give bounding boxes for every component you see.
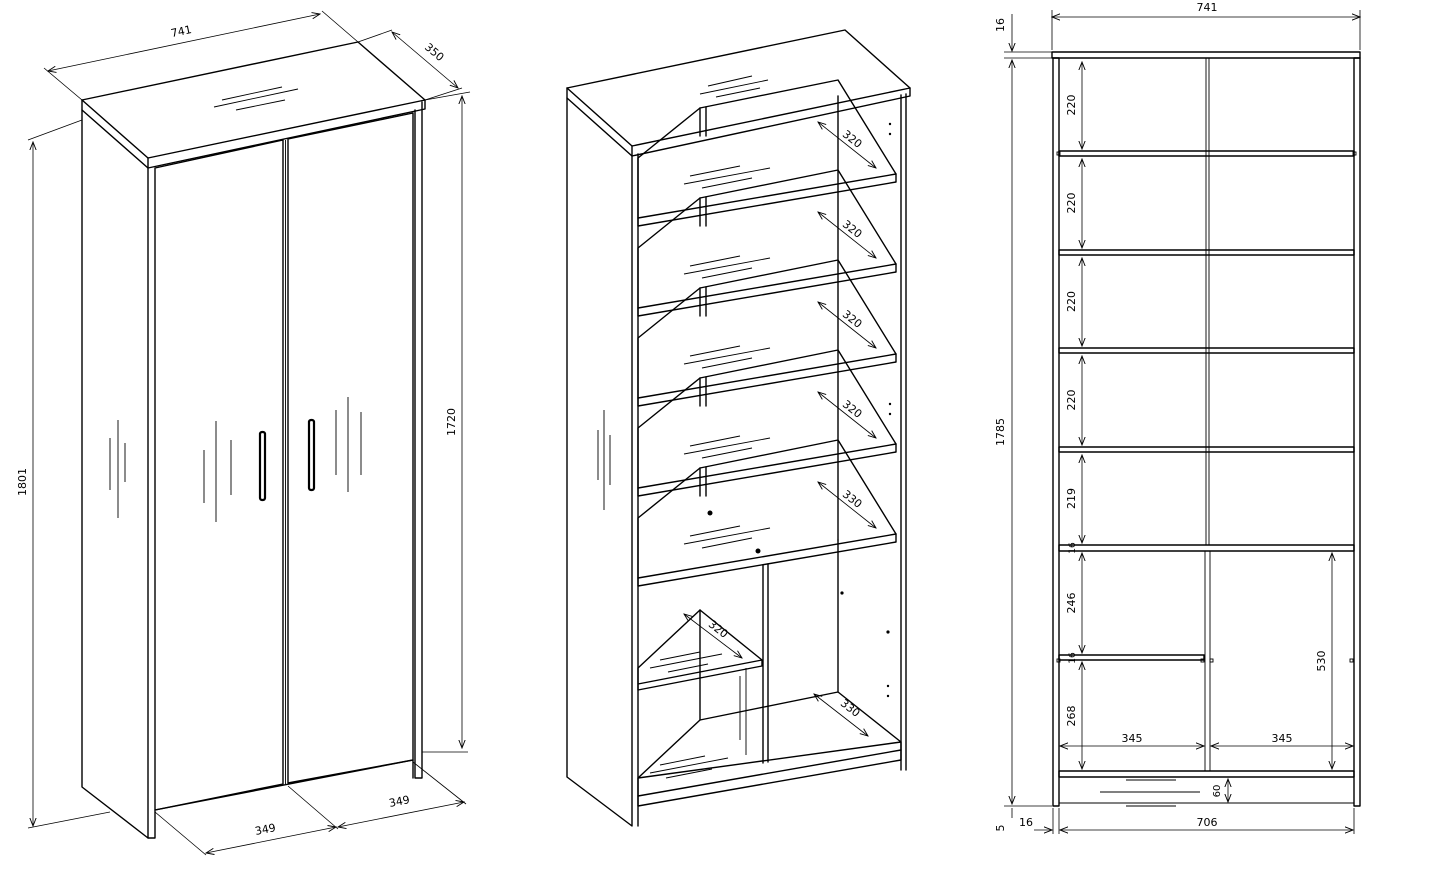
dim-door-widths: 349 349 xyxy=(154,761,467,856)
half-shelf-gloss xyxy=(649,651,723,673)
dim-front-height: 1785 xyxy=(994,60,1052,807)
front-bay-dim: 220 xyxy=(1065,356,1082,445)
front-bay-dim-label: 220 xyxy=(1065,193,1078,214)
dim-half-left-label: 345 xyxy=(1122,732,1143,745)
dim-bottom-depth-label: 330 xyxy=(838,697,863,720)
lower-divider-panel xyxy=(762,563,769,764)
front-top-slab xyxy=(1051,51,1361,59)
dim-front-width: 741 xyxy=(1052,1,1360,50)
dim-inner-width-label: 706 xyxy=(1197,816,1218,829)
open-shelf: 320 xyxy=(637,79,897,227)
closed-cabinet-view: 741 350 1801 1720 xyxy=(16,10,471,856)
open-shelf: 320 xyxy=(637,349,897,497)
dim-divider-label: 16 xyxy=(1068,542,1078,554)
side-panel xyxy=(81,109,149,839)
dim-lower-top-label: 246 xyxy=(1065,593,1078,614)
dim-front-width-label: 741 xyxy=(1197,1,1218,14)
dim-door-height: 1720 xyxy=(422,91,471,753)
dim-half-widths: 345 345 xyxy=(1060,732,1353,746)
open-shelf: 330 xyxy=(637,439,897,587)
front-bay-dim-label: 220 xyxy=(1065,291,1078,312)
open-cabinet-view: 320 320 320 320 330 320 xyxy=(566,29,911,827)
bottom-gloss xyxy=(649,755,729,779)
dim-top-thickness: 16 xyxy=(994,14,1052,59)
right-door xyxy=(287,112,414,784)
front-bay-dim: 219 xyxy=(1065,455,1082,543)
open-shelf: 320 xyxy=(637,259,897,407)
front-elevation-view: 741 16 1785 5 16 706 xyxy=(994,1,1360,834)
dim-door-height-label: 1720 xyxy=(445,408,458,436)
dim-lower-right-label: 530 xyxy=(1315,651,1328,672)
dim-closed-width: 741 xyxy=(43,10,359,101)
front-left-side xyxy=(1052,57,1060,807)
dim-closed-height: 1801 xyxy=(16,119,111,829)
front-right-side xyxy=(1353,57,1361,807)
front-bay-dim-label: 220 xyxy=(1065,95,1078,116)
front-bay-dim: 220 xyxy=(1065,159,1082,248)
dim-front-height-label: 1785 xyxy=(994,418,1007,446)
dim-foot-label: 5 xyxy=(994,825,1007,832)
dim-lower-divider-label: 16 xyxy=(1068,652,1078,664)
plinth-marks xyxy=(1100,779,1200,807)
dim-half-right-label: 345 xyxy=(1272,732,1293,745)
dim-door-right-label: 349 xyxy=(388,793,411,810)
dim-lower-bottom-label: 268 xyxy=(1065,706,1078,727)
bottom-rail xyxy=(147,759,414,839)
dim-half-shelf-label: 320 xyxy=(706,618,731,641)
body-right-edge xyxy=(414,101,423,779)
front-bay-dim: 220 xyxy=(1065,62,1082,149)
front-shelves xyxy=(1058,150,1355,778)
open-shelf-depth-label: 320 xyxy=(840,308,865,331)
open-plinth xyxy=(637,749,902,807)
dim-bottom-widths: 16 706 xyxy=(1019,808,1355,834)
open-top-panel xyxy=(566,29,911,147)
front-bay-dim-label: 220 xyxy=(1065,390,1078,411)
open-shelf-depth-label: 320 xyxy=(840,218,865,241)
open-shelf-depth-label: 320 xyxy=(840,128,865,151)
open-back-right xyxy=(837,93,907,771)
dim-lower-right: 530 xyxy=(1315,553,1332,769)
dim-closed-depth: 350 xyxy=(357,29,463,101)
dim-door-left-label: 349 xyxy=(254,821,277,838)
left-door xyxy=(154,139,284,811)
dim-plinth: 60 xyxy=(1212,779,1228,802)
front-bay-dim-label: 219 xyxy=(1065,488,1078,509)
front-bay-dims: 220 220 220 220 219 xyxy=(1065,62,1082,543)
dim-closed-width-label: 741 xyxy=(170,23,193,40)
open-bottom-panel xyxy=(637,691,902,797)
top-gloss-marks xyxy=(213,86,299,111)
open-side-reflection xyxy=(597,410,611,510)
front-bay-dim: 220 xyxy=(1065,258,1082,346)
open-shelves: 320 320 320 320 330 xyxy=(637,79,897,587)
dim-lower-bottom: 268 xyxy=(1065,662,1082,769)
open-top-gloss xyxy=(699,75,769,98)
open-shelf-depth-label: 320 xyxy=(840,398,865,421)
dim-bottom-depth: 330 xyxy=(814,694,868,736)
dim-closed-height-label: 1801 xyxy=(16,468,29,496)
dim-top-thickness-label: 16 xyxy=(994,18,1007,32)
open-shelf-depth-label: 330 xyxy=(840,488,865,511)
left-door-handle xyxy=(258,430,267,502)
shelf-pin-holes xyxy=(707,122,892,698)
open-side-panel xyxy=(566,97,633,827)
dim-side-label: 16 xyxy=(1019,816,1033,829)
door-reflection-marks xyxy=(109,397,362,522)
dim-foot: 5 xyxy=(994,808,1013,832)
open-shelf: 320 xyxy=(637,169,897,317)
top-panel xyxy=(81,41,426,159)
right-door-handle xyxy=(307,418,316,492)
dim-lower-top: 246 16 16 xyxy=(1065,542,1082,664)
dim-plinth-label: 60 xyxy=(1212,785,1223,798)
